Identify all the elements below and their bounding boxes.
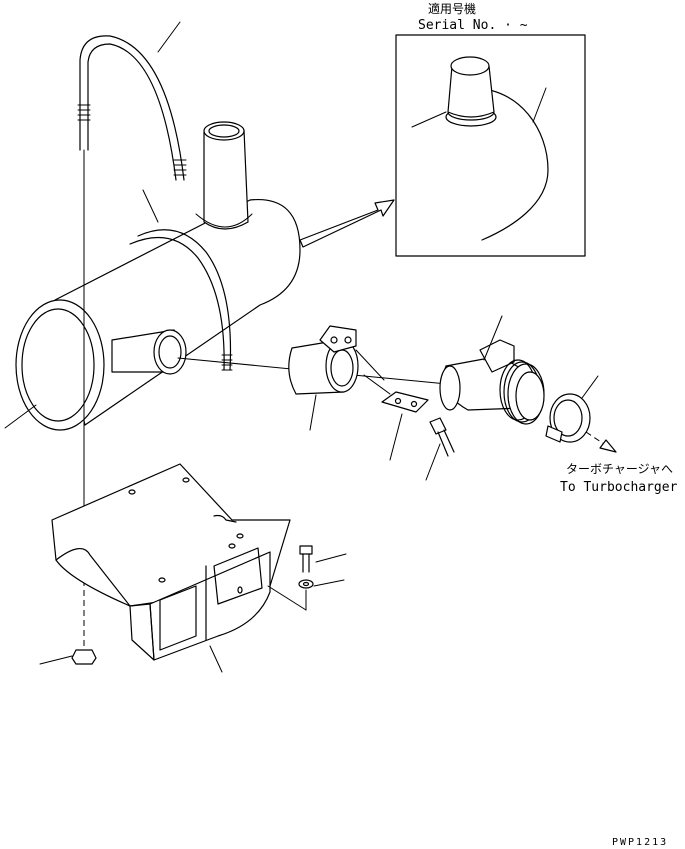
serial-caption: Serial No. · ~: [418, 18, 528, 33]
turbocharger-arrow: [585, 431, 617, 453]
destination-en: To Turbocharger: [560, 480, 678, 495]
inset-pointer-arrow: [299, 199, 395, 248]
bracket-bolt: [299, 545, 347, 573]
u-bolt-top: [77, 21, 187, 181]
muffler-band: [129, 189, 233, 371]
inset-detail-box: [395, 34, 586, 257]
serial-heading: 適用号機: [428, 1, 476, 16]
hex-nut: [39, 649, 97, 665]
support-bracket: [51, 463, 291, 673]
connector-tube: [288, 325, 359, 431]
hose-clamp: [545, 375, 599, 443]
elbow-pipe: [439, 315, 545, 425]
plate-bolt: [425, 417, 455, 481]
drawing-code: PWP1213: [612, 837, 668, 848]
destination-jp: ターボチャージャへ: [566, 462, 673, 476]
bracket-washer: [267, 579, 345, 611]
clamp-plate: [355, 349, 429, 461]
muffler-body: [4, 121, 301, 431]
